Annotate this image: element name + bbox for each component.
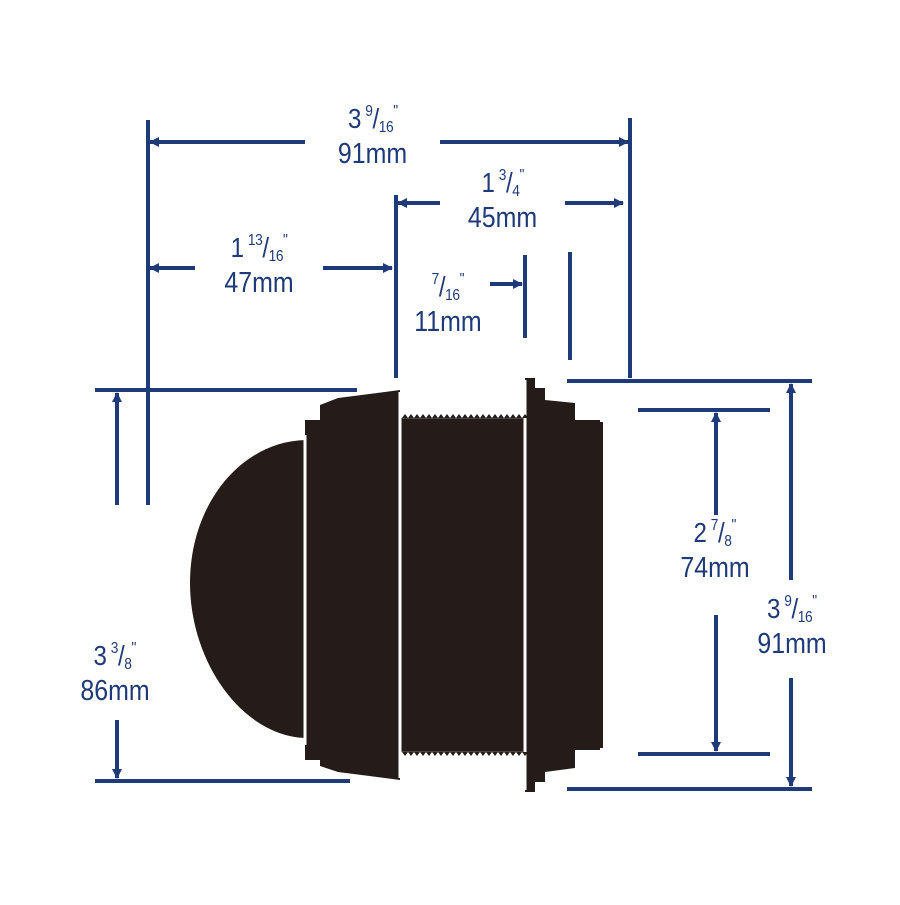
thread-ridge	[456, 414, 462, 418]
threaded-body	[400, 418, 525, 752]
part-separators	[303, 380, 527, 790]
thread-ridge	[408, 752, 414, 756]
thread-ridge	[426, 414, 432, 418]
thread-ridge	[522, 752, 528, 756]
thread-ridge	[402, 752, 408, 756]
thread-ridge	[492, 414, 498, 418]
thread-ridge	[474, 752, 480, 756]
thread-ridges	[402, 414, 528, 756]
transducer-housing	[190, 378, 603, 792]
thread-ridge	[450, 414, 456, 418]
thread-ridge	[426, 752, 432, 756]
thread-ridge	[444, 752, 450, 756]
thread-ridge	[444, 414, 450, 418]
thread-ridge	[414, 414, 420, 418]
thread-ridge	[522, 414, 528, 418]
thread-ridge	[510, 414, 516, 418]
thread-ridge	[438, 414, 444, 418]
flange-ring	[575, 422, 603, 748]
thread-ridge	[516, 752, 522, 756]
thread-ridge	[420, 752, 426, 756]
thread-ridge	[450, 752, 456, 756]
thread-ridge	[516, 414, 522, 418]
thread-ridge	[480, 414, 486, 418]
thread-ridge	[486, 414, 492, 418]
thread-ridge	[468, 414, 474, 418]
thread-ridge	[438, 752, 444, 756]
thread-ridge	[462, 414, 468, 418]
thread-ridge	[498, 414, 504, 418]
thread-ridge	[504, 414, 510, 418]
thread-ridge	[402, 414, 408, 418]
thread-ridge	[474, 414, 480, 418]
thread-ridge	[480, 752, 486, 756]
thread-ridge	[456, 752, 462, 756]
thread-ridge	[462, 752, 468, 756]
dome	[190, 440, 305, 738]
thread-ridge	[432, 414, 438, 418]
thread-ridge	[432, 752, 438, 756]
thread-ridge	[408, 414, 414, 418]
thread-ridge	[468, 752, 474, 756]
thread-ridge	[492, 752, 498, 756]
dimension-lines	[95, 118, 812, 791]
thread-ridge	[486, 752, 492, 756]
thread-ridge	[498, 752, 504, 756]
thread-ridge	[414, 752, 420, 756]
thread-ridge	[504, 752, 510, 756]
label-flange-thickness: 7/16" 11mm	[414, 271, 482, 338]
thread-ridge	[420, 414, 426, 418]
thread-ridge	[510, 752, 516, 756]
step-ring	[305, 390, 400, 780]
